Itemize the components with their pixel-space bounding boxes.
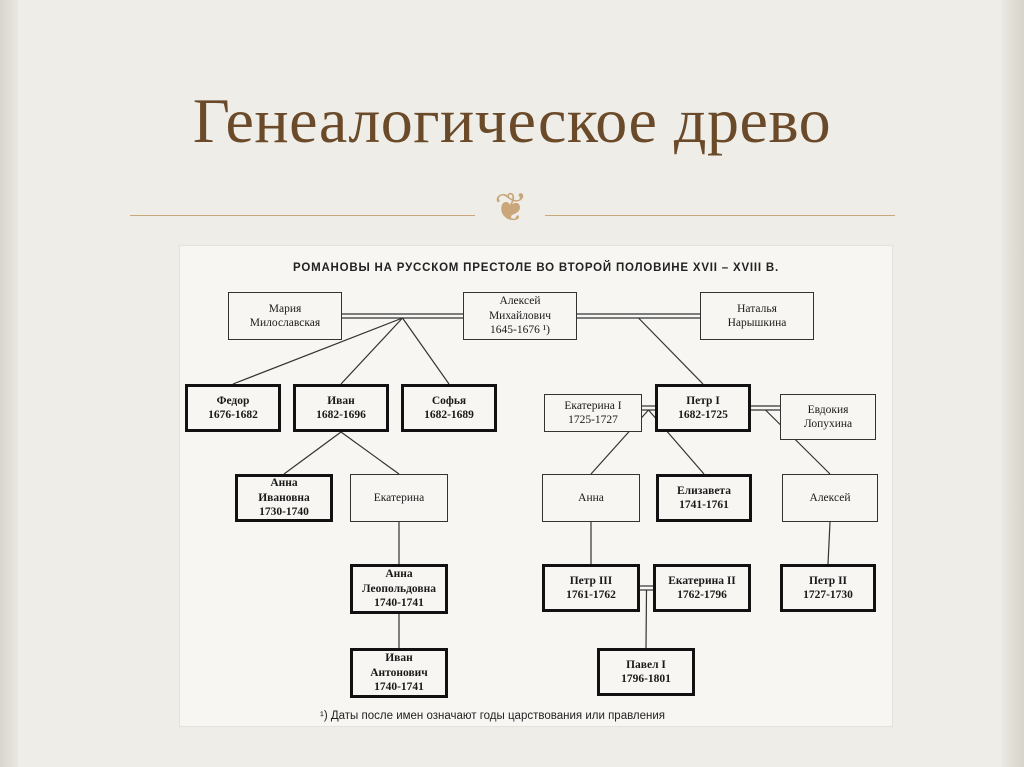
person-text-line: Иван: [385, 652, 413, 665]
person-text-line: 1741-1761: [679, 499, 729, 511]
descent-line: [638, 317, 704, 385]
person-text-line: Иван: [327, 394, 355, 407]
person-text-line: 1727-1730: [803, 589, 853, 601]
person-text-line: Петр II: [808, 574, 848, 587]
person-text-line: Антонович: [370, 666, 428, 679]
person-text-line: Милославская: [249, 317, 321, 329]
person-text-line: 1682-1689: [424, 409, 474, 421]
person-text-line: Федор: [216, 394, 250, 407]
person-box-ekaterina-iv: Екатерина: [350, 474, 448, 522]
slide-title: Генеалогическое древо: [192, 85, 832, 156]
person-box-elizaveta: Елизавета 1741-1761: [656, 474, 752, 522]
person-box-petr3: Петр III 1761-1762: [542, 564, 640, 612]
person-text-line: Алексей: [809, 491, 851, 504]
person-text-line: Лопухина: [803, 418, 853, 430]
person-text-line: 1761-1762: [566, 589, 616, 601]
descent-line: [283, 431, 342, 475]
person-box-ekaterina2: Екатерина II 1762-1796: [653, 564, 751, 612]
person-box-anna-p: Анна: [542, 474, 640, 522]
person-box-sofia: Софья 1682-1689: [401, 384, 497, 432]
person-text-line: 1682-1725: [678, 409, 728, 421]
descent-line: [402, 317, 450, 385]
person-text-line: 1740-1741: [374, 681, 424, 694]
person-text-line: Петр III: [569, 574, 613, 587]
person-text-line: Евдокия: [807, 403, 849, 416]
person-text-line: Екатерина II: [668, 574, 736, 587]
ornament-icon: ❦: [494, 185, 528, 231]
person-text-line: Ивановна: [258, 491, 310, 504]
slide-frame-left: [0, 0, 18, 767]
person-text-line: Анна: [385, 568, 413, 581]
person-text-line: 1730-1740: [259, 506, 309, 519]
title-rule-left: [130, 215, 475, 216]
person-text-line: Елизавета: [677, 484, 731, 497]
descent-line: [645, 589, 648, 649]
person-text-line: 1676-1682: [208, 409, 258, 421]
person-text-line: 1740-1741: [374, 597, 424, 610]
person-text-line: Нарышкина: [727, 317, 787, 329]
person-box-petr2: Петр II 1727-1730: [780, 564, 876, 612]
person-text-line: Екатерина: [373, 491, 425, 504]
person-text-line: 1796-1801: [621, 673, 671, 685]
family-tree-figure: РОМАНОВЫ НА РУССКОМ ПРЕСТОЛЕ ВО ВТОРОЙ П…: [180, 246, 892, 726]
person-text-line: Мария: [268, 302, 302, 315]
person-text-line: 1762-1796: [677, 589, 727, 601]
person-text-line: Софья: [431, 394, 467, 407]
descent-line: [340, 317, 403, 385]
person-text-line: Анна: [270, 477, 298, 490]
slide-frame-right: [1002, 0, 1024, 767]
person-text-line: Екатерина I: [564, 399, 622, 412]
person-box-fedor: Федор 1676-1682: [185, 384, 281, 432]
person-text-line: Наталья: [737, 302, 777, 315]
person-box-ekaterina1: Екатерина I 1725-1727: [544, 394, 642, 432]
figure-heading: РОМАНОВЫ НА РУССКОМ ПРЕСТОЛЕ ВО ВТОРОЙ П…: [293, 262, 779, 274]
figure-footnote: ¹) Даты после имен означают годы царство…: [320, 710, 666, 722]
person-text-line: Алексей: [499, 295, 541, 308]
descent-line: [827, 521, 831, 565]
person-text-line: Михайлович: [488, 309, 552, 322]
person-text-line: Анна: [578, 491, 604, 504]
person-box-petr1: Петр I 1682-1725: [655, 384, 751, 432]
connector-lines: [232, 313, 831, 649]
person-box-pavel1: Павел I 1796-1801: [597, 648, 695, 696]
person-text-line: Павел I: [626, 658, 666, 671]
person-box-aleksei-p: Алексей: [782, 474, 878, 522]
descent-line: [765, 409, 831, 475]
person-text-line: 1645-1676 ¹): [490, 324, 550, 337]
descent-line: [340, 431, 400, 475]
person-text-line: 1725-1727: [568, 414, 618, 426]
title-rule-right: [545, 215, 895, 216]
person-text-line: Петр I: [686, 394, 720, 407]
person-box-ivan: Иван 1682-1696: [293, 384, 389, 432]
person-text-line: 1682-1696: [316, 409, 366, 421]
person-text-line: Леопольдовна: [362, 582, 436, 595]
descent-line: [232, 317, 403, 385]
